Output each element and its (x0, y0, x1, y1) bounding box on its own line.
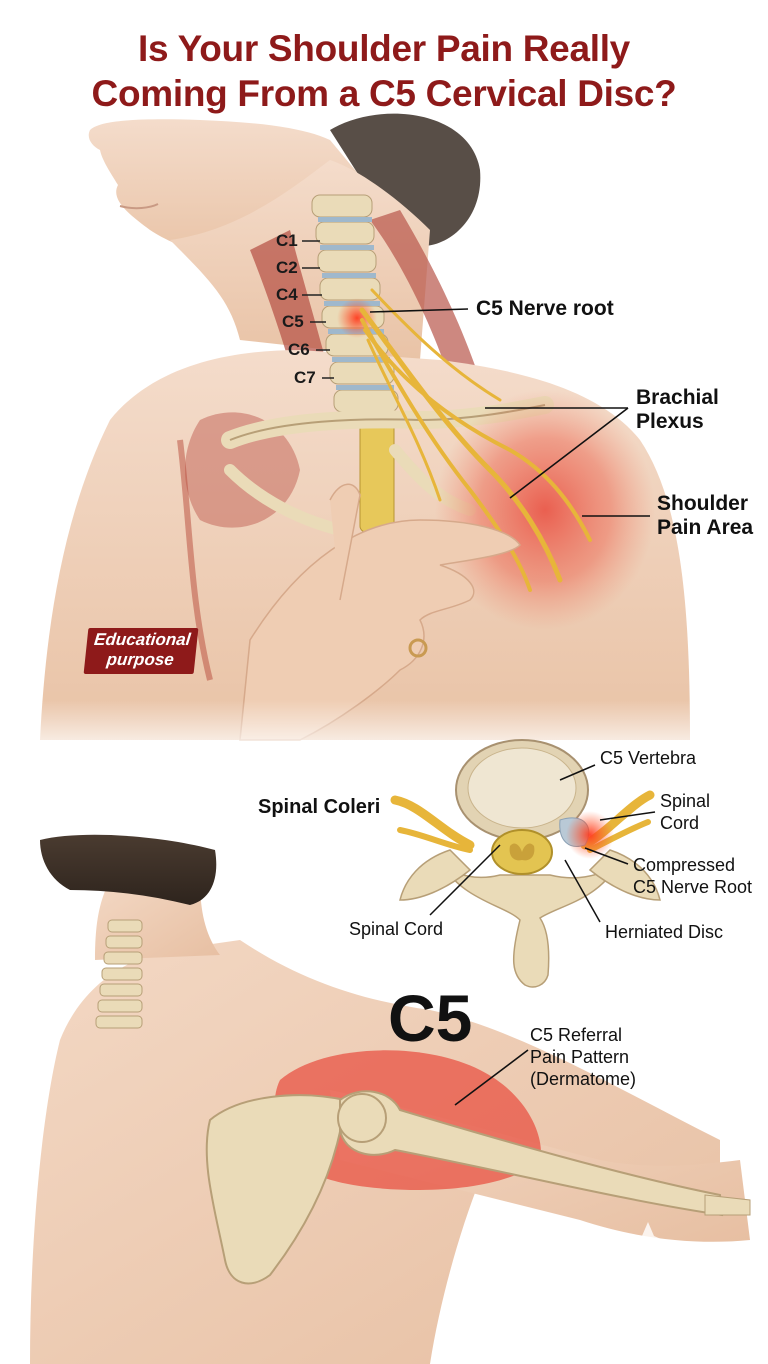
shoulder-line-2: Pain Area (657, 516, 754, 539)
badge-line-2: purpose (105, 650, 175, 669)
shoulder-line-1: Shoulder (657, 492, 749, 515)
spinal-coleri-label: Spinal Coleri (258, 796, 381, 818)
title-line-1: Is Your Shoulder Pain Really (138, 28, 630, 69)
spinal-cord-label: Spinal Cord (349, 919, 444, 939)
vertebra-label-c1: C1 (276, 231, 298, 250)
vertebra-leaders (302, 240, 334, 379)
c5-vertebra-label: C5 Vertebra (600, 748, 697, 768)
spinal-cord-right-line-2: Cord (660, 813, 700, 833)
back-spine (95, 919, 143, 1029)
spinal-cord-right-line-1: Spinal (660, 791, 711, 811)
front-figure (0, 113, 768, 760)
vertebra-label-c6: C6 (288, 340, 310, 359)
referral-line-1: C5 Referral (530, 1025, 623, 1045)
vertebra-label-c5: C5 (282, 312, 304, 331)
c5-big-label: C5 (388, 981, 473, 1055)
spinal-cord-right-label: Spinal Cord (660, 790, 710, 834)
top-callout-lines (369, 308, 650, 517)
title-line-2: Coming From a C5 Cervical Disc? (91, 73, 677, 114)
referral-line-3: (Dermatome) (530, 1069, 637, 1089)
cross-section (390, 739, 661, 988)
page-title: Is Your Shoulder Pain Really Coming From… (0, 26, 768, 116)
educational-purpose-badge: Educational purpose (83, 628, 199, 674)
referral-line-2: Pain Pattern (530, 1047, 630, 1067)
brachial-plexus-nerves (359, 288, 592, 592)
vertebra-label-c7: C7 (294, 368, 316, 387)
back-figure (30, 834, 751, 1364)
vertebra-label-c2: C2 (276, 258, 298, 277)
brachial-line-1: Brachial (636, 386, 719, 409)
compressed-line-2: C5 Nerve Root (633, 877, 753, 897)
compressed-line-1: Compressed (633, 855, 736, 875)
herniated-disc-label: Herniated Disc (605, 922, 724, 942)
shoulder-pain-area-label: Shoulder Pain Area (657, 492, 753, 540)
referral-pain-label: C5 Referral Pain Pattern (Dermatome) (530, 1024, 636, 1090)
c5-nerve-root-label: C5 Nerve root (476, 297, 614, 320)
badge-line-1: Educational (93, 630, 192, 649)
brachial-line-2: Plexus (636, 410, 704, 433)
vertebra-label-c4: C4 (276, 285, 298, 304)
brachial-plexus-label: Brachial Plexus (636, 386, 719, 434)
compressed-nerve-root-label: Compressed C5 Nerve Root (633, 854, 752, 898)
cross-section-callouts (429, 764, 656, 923)
